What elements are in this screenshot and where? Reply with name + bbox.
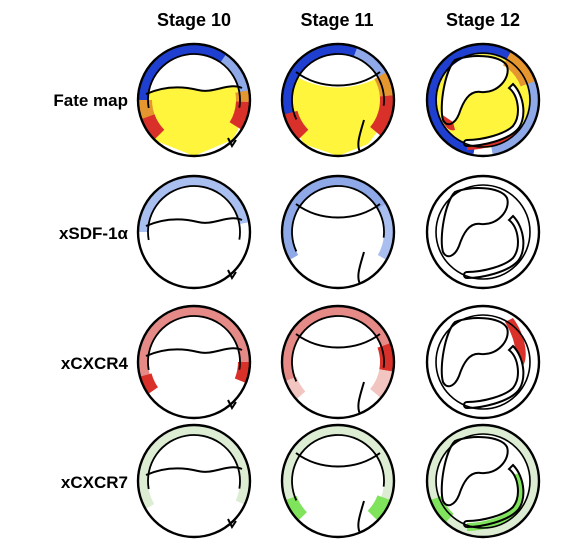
blastocoel-outline (440, 55, 509, 126)
inner-ring-line (147, 53, 241, 147)
mesoderm-red-left (441, 114, 455, 131)
column-header-stage-11: Stage 11 (300, 10, 374, 30)
inner-ring-line (291, 185, 385, 279)
expression-band (139, 177, 249, 232)
blastocoel-cavity (440, 317, 509, 388)
blastopore-lip (227, 137, 237, 148)
expression-light-right (370, 369, 393, 398)
embryo-r3-c0 (136, 423, 252, 539)
embryo-r0-c1 (280, 42, 396, 158)
blastocoel-floor-line (295, 452, 381, 468)
inner-ring-line (435, 433, 531, 529)
row-label-fate-map: Fate map (53, 91, 128, 110)
expression-band-light (377, 204, 393, 260)
vegetal-yolk-region (144, 87, 244, 156)
embryo-r1-c2 (425, 174, 541, 290)
row-label-xsdf1a: xSDF-1α (58, 224, 128, 243)
blastocoel-floor-line (295, 333, 381, 349)
embryo-r0-c0 (136, 42, 252, 158)
blastocoel-cavity (440, 436, 509, 507)
column-header-stage-12: Stage 12 (445, 10, 521, 30)
blastocoel-floor-line (295, 203, 381, 219)
row-label-xcxcr4: xCXCR4 (60, 354, 128, 373)
expression-band (139, 425, 249, 509)
embryo-body (282, 176, 394, 288)
inner-ring-line (435, 52, 531, 148)
blastocoel-cavity (440, 187, 509, 258)
expression-red-left (140, 373, 158, 394)
blastocoel-floor-line (145, 85, 243, 95)
expression-red-right (377, 343, 393, 372)
embryo-body (282, 425, 394, 537)
expression-band (283, 176, 386, 260)
ectoderm-light-band (490, 64, 538, 155)
blastopore-lip (357, 251, 365, 285)
expression-green-left (286, 496, 307, 520)
expression-light-left (286, 377, 306, 399)
column-header-stage-10: Stage 10 (156, 10, 232, 30)
inner-ring-line (435, 314, 531, 410)
blastocoel-cavity (441, 56, 508, 125)
mesoderm-red-left (142, 114, 165, 139)
blastopore-lip (227, 269, 237, 280)
mesoderm-red-right (229, 101, 249, 130)
embryo-body (138, 306, 250, 418)
embryo-outline (136, 423, 252, 539)
blastocoel-floor-line (295, 71, 381, 87)
expression-red-right (234, 362, 250, 383)
embryo-outline (136, 42, 252, 158)
embryo-outline (280, 304, 396, 420)
embryo-outline (136, 174, 252, 290)
embryo-body (282, 306, 394, 418)
blastopore-lip (227, 399, 237, 410)
mesoderm-red-right (370, 95, 393, 136)
embryo-r1-c1 (280, 174, 396, 290)
embryo-r2-c1 (280, 304, 396, 420)
embryo-body (138, 176, 250, 288)
inner-ring-line (147, 434, 241, 528)
expression-green-right (367, 495, 390, 520)
blastopore-lip (227, 518, 237, 529)
mesoderm-red-left (284, 110, 309, 139)
blastopore-lip (357, 119, 365, 153)
embryo-r1-c0 (136, 174, 252, 290)
blastopore-lip (357, 381, 365, 415)
ectoderm-light-band (220, 54, 249, 93)
embryo-outline (280, 42, 396, 158)
vegetal-yolk-region (290, 74, 386, 156)
inner-ring-line (291, 315, 385, 409)
embryo-r2-c2 (425, 304, 541, 420)
blastocoel-floor-line (145, 466, 243, 476)
inner-ring-line (291, 53, 385, 147)
blastocoel-floor-line (145, 217, 243, 227)
inner-ring-line (147, 315, 241, 409)
inner-ring-line (147, 185, 241, 279)
row-label-xcxcr7: xCXCR7 (60, 473, 128, 492)
embryo-body (138, 425, 250, 537)
embryo-outline (425, 174, 541, 290)
inner-ring-line (291, 434, 385, 528)
embryo-outline (425, 423, 541, 539)
blastopore-lip (357, 500, 365, 534)
embryo-outline (280, 174, 396, 290)
embryo-r0-c2 (425, 42, 541, 158)
ectoderm-light-band (353, 48, 386, 77)
embryo-outline (136, 304, 252, 420)
embryo-r2-c0 (136, 304, 252, 420)
ectoderm-dark-band (139, 45, 249, 100)
embryo-outline (425, 304, 541, 420)
embryo-r3-c1 (280, 423, 396, 539)
embryo-outline (425, 42, 541, 158)
expression-red-patch (505, 318, 526, 366)
inner-ring-line (435, 184, 531, 280)
blastocoel-floor-line (145, 347, 243, 357)
embryo-outline (280, 423, 396, 539)
embryo-r3-c2 (425, 423, 541, 539)
expression-green-left (431, 496, 454, 522)
